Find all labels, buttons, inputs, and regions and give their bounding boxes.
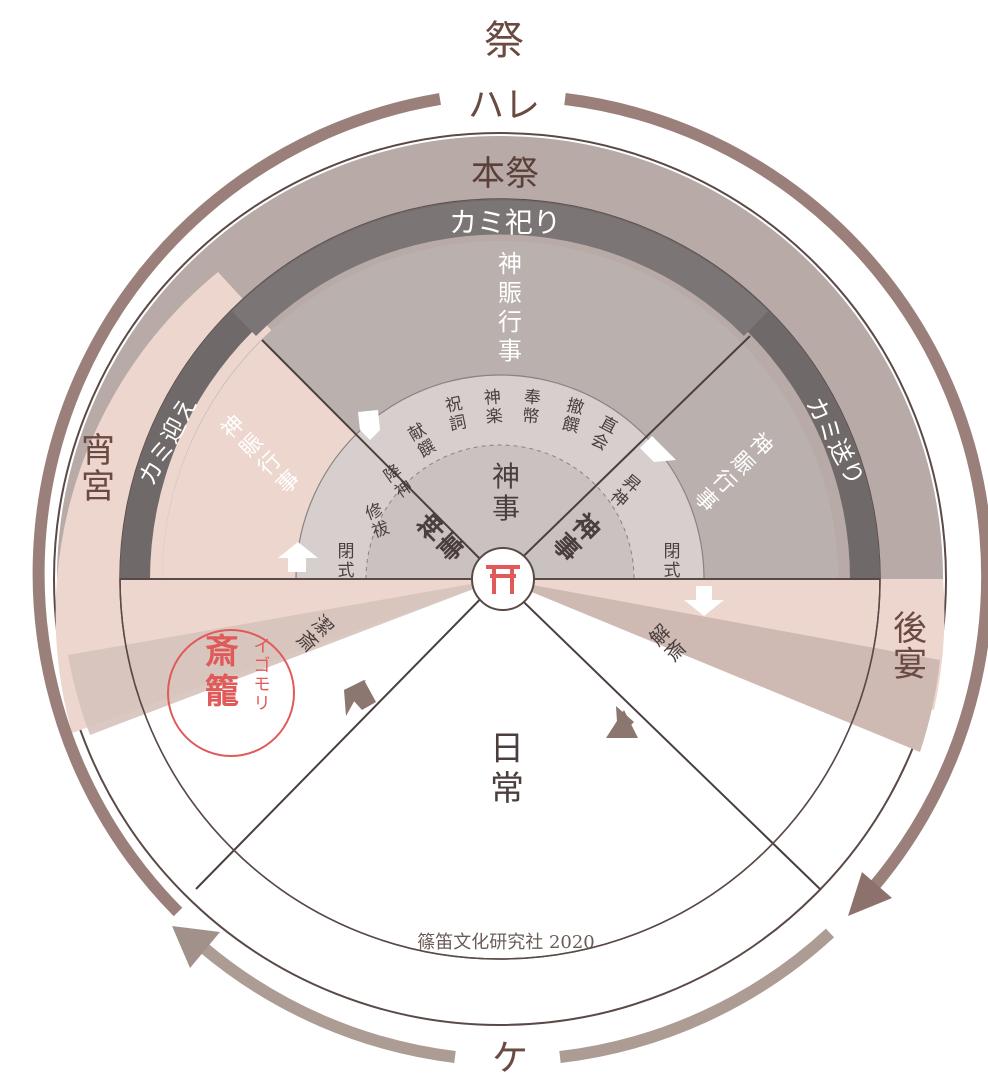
shinji-core bbox=[365, 444, 635, 580]
svg-text:神事: 神事 bbox=[492, 460, 520, 525]
svg-text:宵宮: 宵宮 bbox=[81, 431, 115, 507]
svg-text:神楽: 神楽 bbox=[483, 387, 503, 427]
arrow-kessai bbox=[344, 680, 376, 716]
svg-text:後宴: 後宴 bbox=[893, 609, 927, 685]
shinshin-top-label: 神賑行事 bbox=[498, 250, 522, 365]
svg-text:修祓: 修祓 bbox=[363, 500, 392, 542]
svg-text:祝詞: 祝詞 bbox=[444, 394, 469, 436]
hare-arrow-head bbox=[848, 872, 892, 916]
saikomori-label: 斎籠 bbox=[205, 632, 239, 712]
svg-text:奉幣: 奉幣 bbox=[521, 387, 541, 427]
divider-upper-right bbox=[499, 335, 751, 580]
norito-label: 祝詞 bbox=[444, 394, 469, 436]
divider-lower-left bbox=[195, 578, 501, 890]
svg-text:閉式: 閉式 bbox=[664, 542, 681, 581]
torii-circle bbox=[471, 547, 535, 611]
houhei-label: 奉幣 bbox=[521, 387, 541, 427]
arrow-diag-downright bbox=[640, 436, 676, 462]
kami-band-top bbox=[232, 200, 768, 336]
nichijou-label: 日常 bbox=[490, 729, 524, 809]
hare-label: ハレ bbox=[468, 85, 540, 126]
arrow-diag-upleft bbox=[358, 410, 380, 440]
main-festival-label: 本祭 bbox=[471, 154, 539, 194]
ke-ring-left bbox=[200, 943, 456, 1063]
yoimiya-wedge-dark bbox=[68, 579, 500, 735]
svg-text:閉式: 閉式 bbox=[338, 542, 355, 581]
lower-inner-circle bbox=[119, 578, 881, 960]
svg-text:イゴモリ: イゴモリ bbox=[254, 637, 271, 714]
svg-text:撤饌: 撤饌 bbox=[560, 395, 586, 437]
goen-label: 後宴 bbox=[893, 609, 927, 685]
arrow-down-right bbox=[684, 586, 724, 616]
igomori-label: イゴモリ bbox=[254, 637, 271, 714]
goen-wedge-dark bbox=[500, 579, 940, 752]
ke-label: ケ bbox=[492, 1038, 528, 1075]
svg-text:神賑行事: 神賑行事 bbox=[498, 250, 522, 365]
yoimiya-label: 宵宮 bbox=[81, 431, 115, 507]
shubatsu-label: 修祓 bbox=[363, 500, 392, 542]
arrow-kaisai bbox=[606, 706, 638, 738]
kagura-label: 神楽 bbox=[483, 387, 503, 427]
kami-matsuri-label: カミ祀り bbox=[449, 206, 561, 239]
ke-ring-right bbox=[559, 928, 835, 1063]
ke-arrow-head bbox=[172, 926, 220, 968]
festival-title: 祭 bbox=[484, 18, 524, 64]
tessen-label: 撤饌 bbox=[560, 395, 586, 437]
credit-text: 篠笛文化研究社 2020 bbox=[417, 932, 595, 953]
divider-upper-left bbox=[261, 339, 501, 580]
heishiki-left-label: 閉式 bbox=[338, 542, 355, 581]
saikomori-stamp bbox=[167, 629, 295, 757]
divider-lower-right bbox=[499, 578, 821, 890]
torii-icon bbox=[486, 565, 520, 594]
arrow-up-left bbox=[278, 542, 318, 572]
heishiki-right-label: 閉式 bbox=[664, 542, 681, 581]
hare-ring-left bbox=[32, 93, 441, 917]
svg-text:斎籠: 斎籠 bbox=[205, 632, 239, 712]
hare-ring-right bbox=[564, 93, 988, 905]
shinji-center-label: 神事 bbox=[492, 460, 520, 525]
svg-text:日常: 日常 bbox=[490, 729, 524, 809]
